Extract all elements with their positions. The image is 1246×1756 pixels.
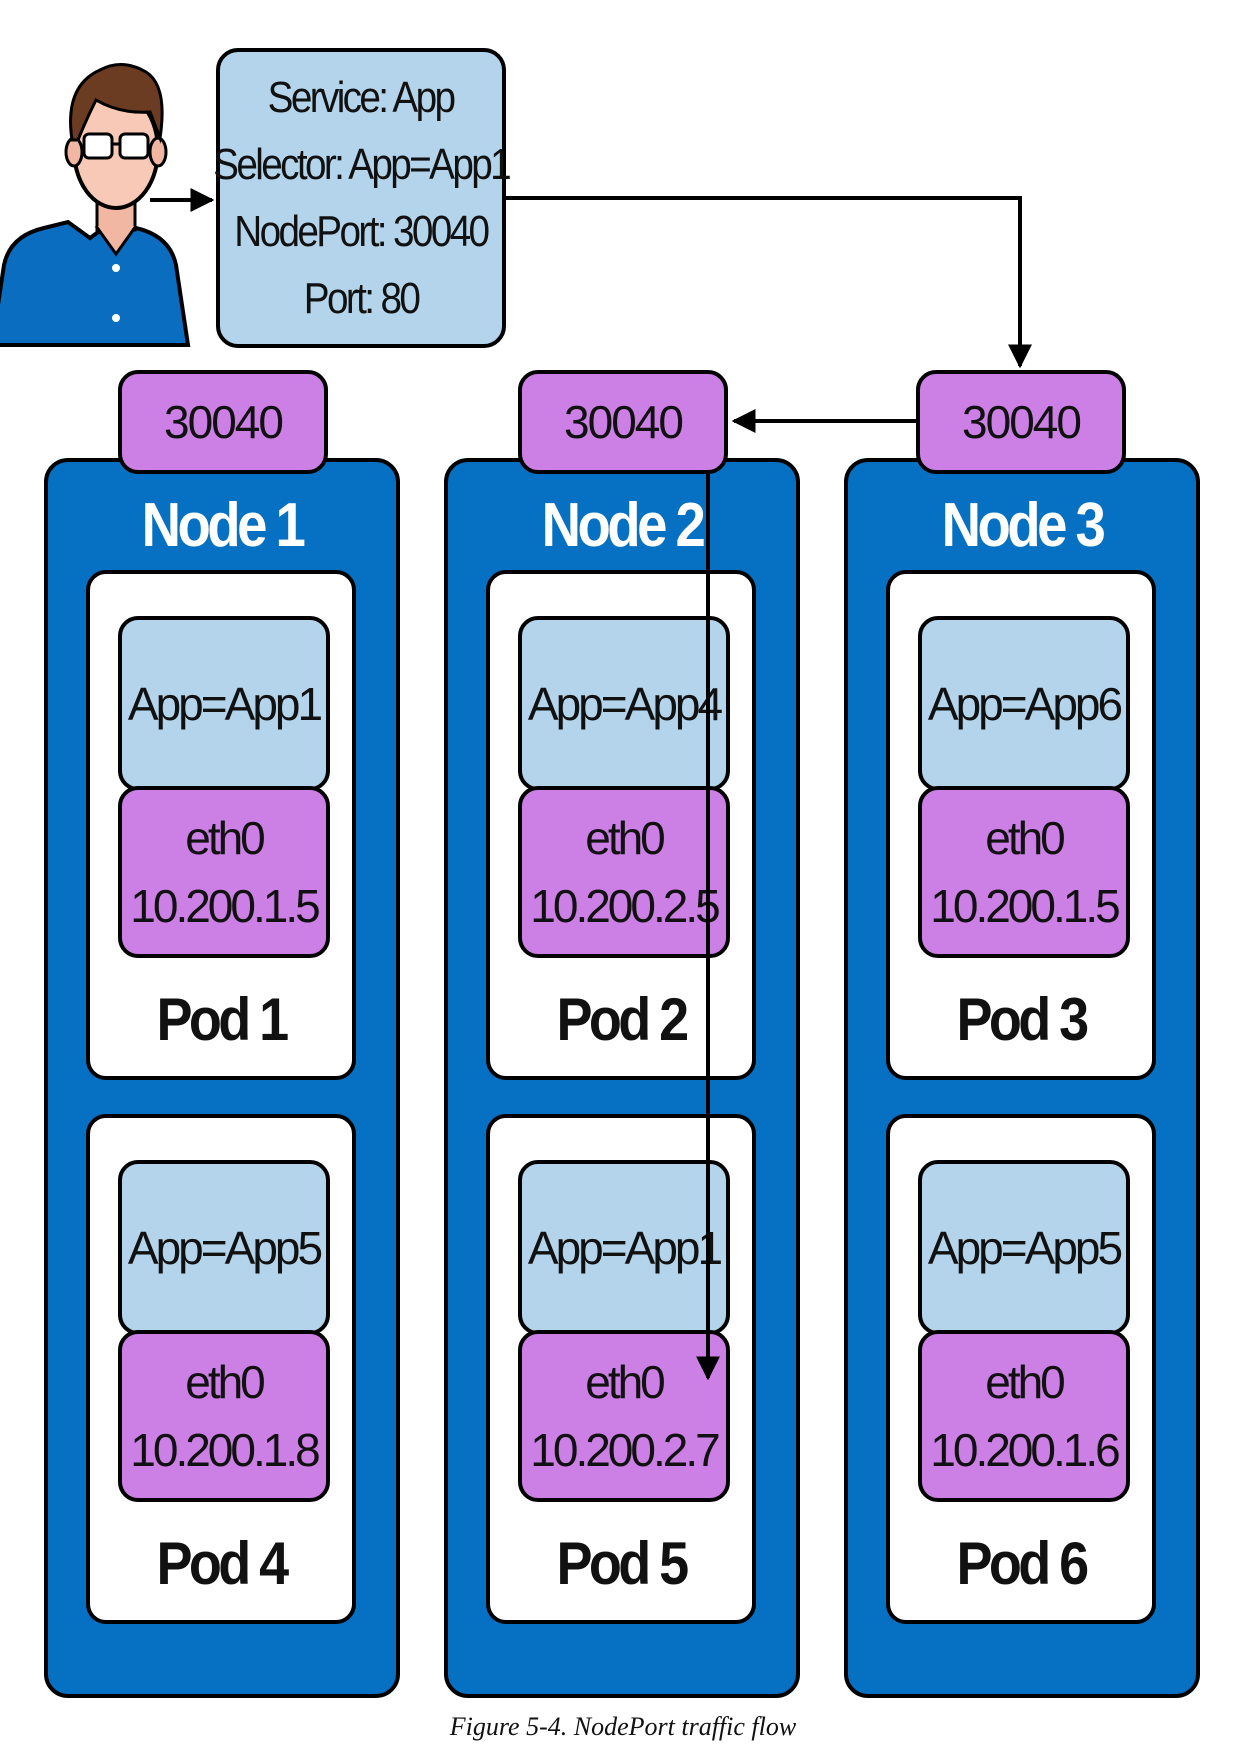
pod-label: Pod 1 xyxy=(156,986,289,1053)
pod-2: App=App4 eth0 10.200.2.5 Pod 2 xyxy=(486,570,756,1080)
pod-interface: eth0 10.200.2.7 xyxy=(518,1330,730,1502)
pod-app-label: App=App6 xyxy=(918,616,1130,791)
pod-app-label: App=App1 xyxy=(518,1160,730,1335)
pod-label: Pod 2 xyxy=(556,986,689,1053)
interface-name: eth0 xyxy=(985,1356,1066,1408)
service-box: Service: App Selector: App=App1 NodePort… xyxy=(213,48,512,348)
figure-caption: Figure 5-4. NodePort traffic flow xyxy=(449,1712,797,1741)
arrow-service-to-node3-port xyxy=(506,196,1032,369)
node-1-port-tab: 30040 xyxy=(118,370,328,474)
pod-label: Pod 6 xyxy=(956,1530,1089,1597)
interface-name: eth0 xyxy=(185,1356,266,1408)
service-name: Service: App xyxy=(268,73,456,122)
node-1: Node 1 App=App1 eth0 10.200.1.5 Pod 1 Ap… xyxy=(44,458,400,1698)
pod-interface: eth0 10.200.1.5 xyxy=(118,786,330,958)
pod-app-label: App=App4 xyxy=(518,616,730,791)
interface-ip: 10.200.1.5 xyxy=(130,880,320,932)
node-2: Node 2 App=App4 eth0 10.200.2.5 Pod 2 Ap… xyxy=(444,458,800,1698)
interface-ip: 10.200.2.7 xyxy=(530,1424,720,1476)
pod-app-label: App=App5 xyxy=(918,1160,1130,1335)
interface-name: eth0 xyxy=(985,812,1066,864)
pod-interface: eth0 10.200.2.5 xyxy=(518,786,730,958)
interface-ip: 10.200.1.8 xyxy=(130,1424,320,1476)
pod-app-label: App=App5 xyxy=(118,1160,330,1335)
node-title: Node 2 xyxy=(541,491,706,560)
interface-ip: 10.200.2.5 xyxy=(530,880,720,932)
service-port: Port: 80 xyxy=(303,274,421,323)
pod-5: App=App1 eth0 10.200.2.7 Pod 5 xyxy=(486,1114,756,1624)
pod-6: App=App5 eth0 10.200.1.6 Pod 6 xyxy=(886,1114,1156,1624)
node-title: Node 3 xyxy=(941,491,1106,560)
node-3-port-tab: 30040 xyxy=(916,370,1126,474)
interface-name: eth0 xyxy=(585,1356,666,1408)
pod-interface: eth0 10.200.1.6 xyxy=(918,1330,1130,1502)
pod-interface: eth0 10.200.1.5 xyxy=(918,786,1130,958)
node-title: Node 1 xyxy=(141,491,306,560)
pod-app-label: App=App1 xyxy=(118,616,330,791)
node-3: Node 3 App=App6 eth0 10.200.1.5 Pod 3 Ap… xyxy=(844,458,1200,1698)
interface-name: eth0 xyxy=(585,812,666,864)
interface-ip: 10.200.1.5 xyxy=(930,880,1120,932)
interface-ip: 10.200.1.6 xyxy=(930,1424,1120,1476)
pod-interface: eth0 10.200.1.8 xyxy=(118,1330,330,1502)
service-selector: Selector: App=App1 xyxy=(213,140,511,189)
pod-label: Pod 3 xyxy=(956,986,1089,1053)
interface-name: eth0 xyxy=(185,812,266,864)
pod-3: App=App6 eth0 10.200.1.5 Pod 3 xyxy=(886,570,1156,1080)
service-nodeport: NodePort: 30040 xyxy=(234,207,490,256)
pod-label: Pod 4 xyxy=(156,1530,289,1597)
pod-1: App=App1 eth0 10.200.1.5 Pod 1 xyxy=(86,570,356,1080)
node-2-port-tab: 30040 xyxy=(518,370,728,474)
pod-4: App=App5 eth0 10.200.1.8 Pod 4 xyxy=(86,1114,356,1624)
pod-label: Pod 5 xyxy=(556,1530,689,1597)
